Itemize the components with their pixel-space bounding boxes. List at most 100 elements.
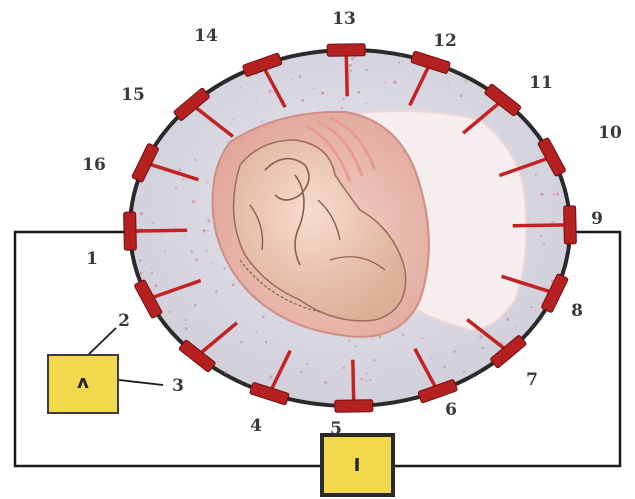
speckle (190, 250, 193, 253)
speckle (540, 193, 543, 196)
speckle (393, 81, 396, 84)
label-electrode-12: 12 (433, 31, 457, 51)
speckle (139, 259, 142, 262)
speckle (379, 336, 382, 339)
speckle (453, 350, 456, 353)
speckle (195, 258, 198, 261)
speckle (556, 193, 559, 196)
speckle (300, 371, 302, 373)
speckle (256, 98, 257, 99)
electrode-5 (327, 44, 365, 57)
speckle (324, 381, 327, 384)
speckle (207, 230, 209, 232)
speckle (269, 375, 272, 378)
speckle (291, 79, 292, 80)
speckle (202, 229, 204, 231)
electrode-1 (124, 212, 137, 250)
speckle (350, 69, 352, 71)
speckle (207, 219, 210, 222)
speckle (342, 98, 344, 100)
speckle (530, 306, 533, 309)
speckle (174, 226, 176, 228)
speckle (431, 357, 433, 359)
speckle (224, 371, 227, 374)
speckle (365, 380, 367, 382)
speckle (398, 61, 400, 63)
speckle (256, 331, 258, 333)
electrode-spoke-1 (130, 230, 187, 231)
speckle (535, 309, 537, 311)
label-electrode-10: 10 (598, 123, 622, 143)
label-electrode-2: 2 (118, 311, 130, 331)
speckle (178, 168, 181, 171)
speckle (306, 363, 308, 365)
speckle (194, 159, 196, 161)
speckle (185, 235, 186, 236)
speckle (540, 235, 542, 237)
speckle (463, 371, 466, 374)
label-electrode-14: 14 (194, 26, 218, 46)
speckle (233, 118, 235, 120)
speckle (152, 222, 154, 224)
electrode-spoke-13 (353, 360, 354, 406)
speckle (189, 326, 190, 327)
speckle (185, 319, 187, 321)
speckle (460, 94, 463, 97)
speckle (348, 340, 350, 342)
speckle (369, 379, 371, 381)
speckle (366, 373, 368, 375)
electrode-13 (335, 400, 373, 413)
speckle (299, 75, 302, 78)
speckle (290, 58, 291, 59)
speckle (268, 90, 271, 93)
speckle (447, 84, 449, 86)
speckle (182, 178, 184, 180)
speckle (402, 334, 404, 336)
speckle (543, 244, 545, 246)
speckle (506, 318, 509, 321)
speckle (215, 290, 218, 293)
speckle (223, 267, 225, 269)
speckle (372, 337, 373, 338)
speckle (321, 92, 324, 95)
voltmeter-label: v (77, 373, 89, 394)
speckle (155, 284, 158, 287)
label-electrode-3: 3 (172, 376, 184, 396)
speckle (515, 326, 517, 328)
speckle (262, 315, 265, 318)
speckle (349, 64, 352, 67)
speckle (341, 107, 343, 109)
speckle (553, 194, 555, 196)
speckle (139, 272, 142, 275)
speckle (240, 341, 242, 343)
speckle (365, 68, 368, 71)
current-source: I (322, 435, 393, 495)
speckle (354, 345, 356, 347)
speckle (301, 99, 304, 102)
speckle (479, 335, 482, 338)
speckle (151, 268, 152, 269)
label-electrode-15: 15 (121, 85, 145, 105)
label-electrode-4: 4 (250, 416, 262, 436)
speckle (535, 174, 537, 176)
speckle (164, 250, 166, 252)
current-source-label: I (354, 453, 361, 474)
label-electrode-16: 16 (82, 155, 106, 175)
electrode-spoke-9 (513, 225, 570, 226)
speckle (351, 57, 354, 60)
speckle (210, 263, 212, 265)
speckle (421, 337, 423, 339)
speckle (400, 55, 401, 56)
speckle (313, 88, 315, 90)
speckle (159, 155, 160, 156)
label-electrode-11: 11 (529, 73, 553, 93)
label-electrode-6: 6 (445, 400, 457, 420)
speckle (342, 367, 344, 369)
label-electrode-9: 9 (591, 209, 603, 229)
speckle (175, 187, 177, 189)
label-electrode-8: 8 (571, 301, 583, 321)
speckle (464, 80, 466, 82)
speckle (544, 242, 545, 243)
speckle (185, 327, 188, 330)
